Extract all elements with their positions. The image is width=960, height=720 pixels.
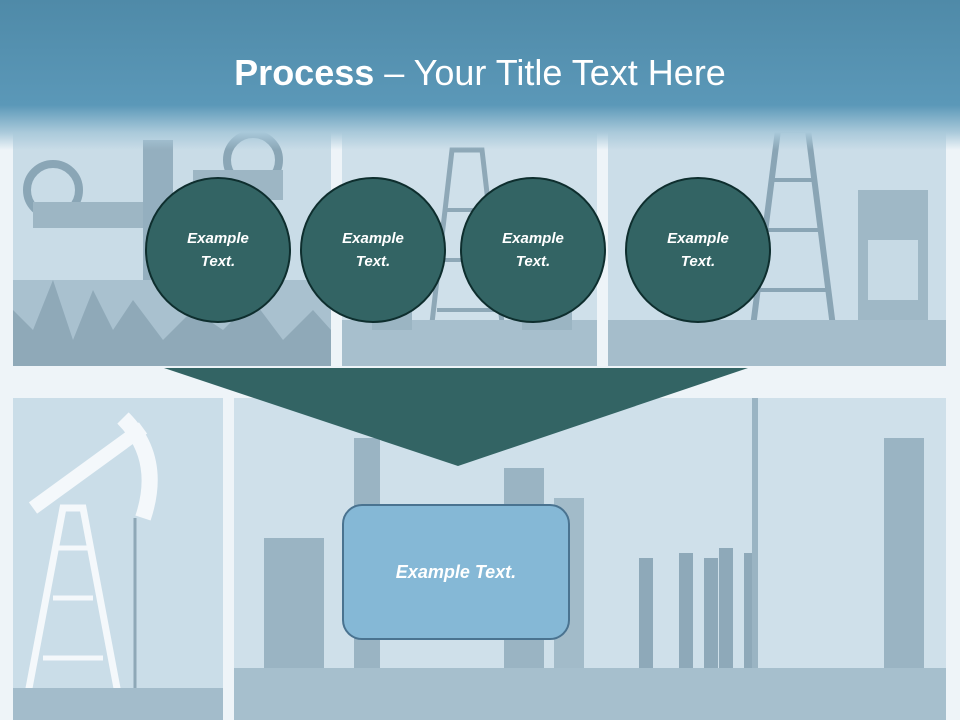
- process-circle-text: Example Text.: [667, 230, 729, 270]
- process-circle-1[interactable]: Example Text.: [145, 177, 291, 323]
- process-circle-2[interactable]: Example Text.: [300, 177, 446, 323]
- funnel-arrow: [164, 368, 748, 466]
- page-title: Process – Your Title Text Here: [0, 52, 960, 94]
- title-rest: – Your Title Text Here: [374, 52, 726, 93]
- process-circle-text: Example Text.: [502, 230, 564, 270]
- header-band: [0, 0, 960, 150]
- process-circle-text: Example Text.: [342, 230, 404, 270]
- photo-pumpjack: [13, 398, 223, 720]
- title-bold: Process: [234, 52, 375, 93]
- result-box-text: Example Text.: [395, 561, 517, 582]
- process-circle-text: Example Text.: [187, 230, 249, 270]
- result-box[interactable]: Example Text.: [342, 504, 570, 640]
- process-circle-3[interactable]: Example Text.: [460, 177, 606, 323]
- process-circle-4[interactable]: Example Text.: [625, 177, 771, 323]
